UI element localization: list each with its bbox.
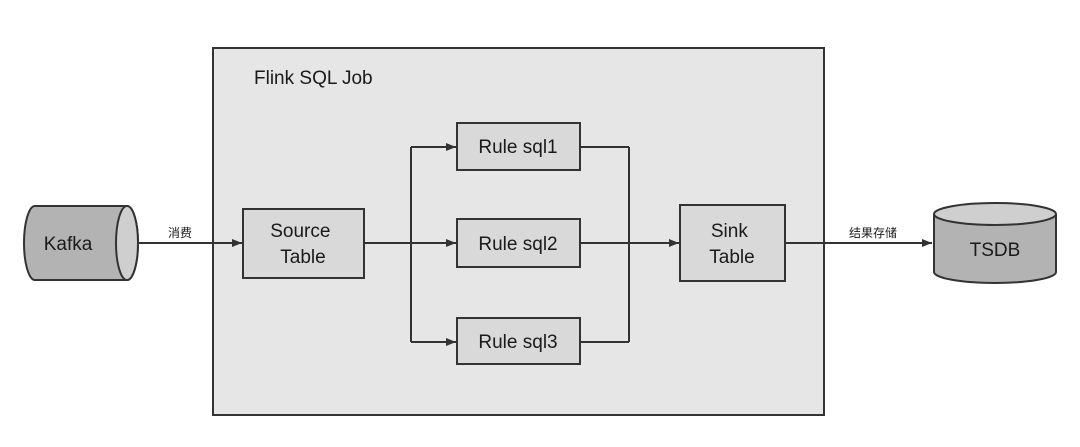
tsdb-cylinder-body xyxy=(933,214,1057,284)
sink-table-line1: Sink xyxy=(711,221,748,242)
rule-sql1-label: Rule sql1 xyxy=(478,137,557,158)
source-table-node: Source Table xyxy=(242,208,365,279)
tsdb-node: TSDB xyxy=(933,202,1057,284)
rule-sql3-node: Rule sql3 xyxy=(456,317,581,365)
store-label: 结果存储 xyxy=(849,225,897,240)
tsdb-cylinder-cap xyxy=(933,202,1057,226)
rule-sql2-node: Rule sql2 xyxy=(456,218,581,268)
edge-store: 结果存储 xyxy=(785,225,932,247)
consume-label: 消费 xyxy=(168,226,192,240)
edges-fan-in xyxy=(580,146,679,343)
sink-table-node: Sink Table xyxy=(679,204,786,282)
tsdb-label: TSDB xyxy=(970,240,1021,261)
kafka-cylinder-cap xyxy=(115,205,139,281)
job-title: Flink SQL Job xyxy=(254,68,373,89)
sink-table-line2: Table xyxy=(709,247,754,268)
rule-sql3-label: Rule sql3 xyxy=(478,332,557,353)
kafka-label: Kafka xyxy=(44,234,93,255)
source-table-line2: Table xyxy=(280,247,325,268)
source-table-line1: Source xyxy=(270,221,330,242)
rule-sql2-label: Rule sql2 xyxy=(478,234,557,255)
source-table-label: Source Table xyxy=(270,221,335,268)
edge-consume: 消费 xyxy=(139,226,242,247)
kafka-node: Kafka xyxy=(23,205,139,281)
sink-table-label: Sink Table xyxy=(709,221,754,268)
rule-sql1-node: Rule sql1 xyxy=(456,122,581,171)
edges-fan-out xyxy=(364,143,456,346)
